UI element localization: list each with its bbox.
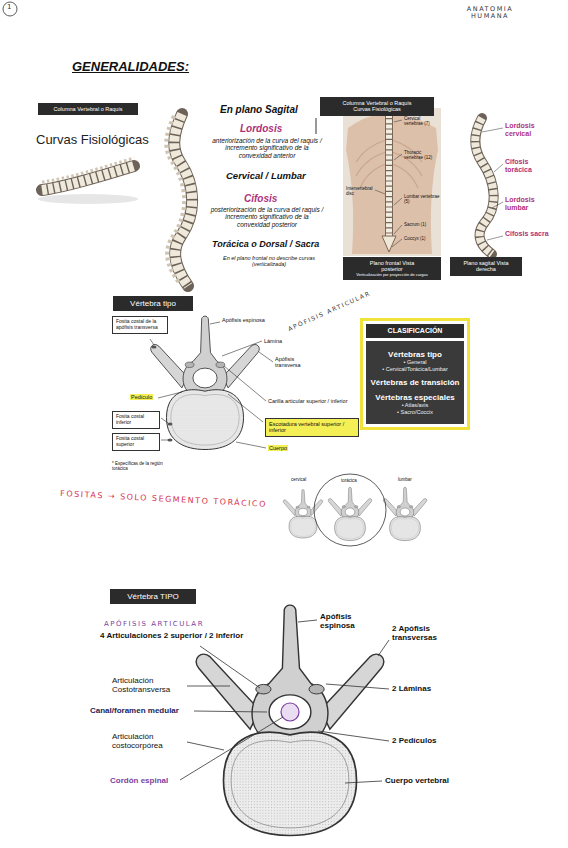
node-text: Plano sagital Vista derecha	[461, 260, 511, 273]
definition: anteriorización de la curva del raquis /…	[208, 137, 326, 159]
definition: posteriorización de la curva del raquis …	[208, 206, 326, 228]
page-number: 1	[7, 3, 13, 11]
part-label: 4 Articulaciones 2 superior / 2 inferior	[100, 631, 243, 640]
caption-band: Plano sagital Vista derecha	[450, 257, 522, 276]
part-label: Apófisis espinosa	[320, 612, 372, 630]
spine-curves	[475, 118, 503, 254]
part-label: Apófisis transversa	[275, 356, 317, 369]
node-text: CLASIFICACIÓN	[366, 324, 464, 338]
part-label: Apófisis espinosa	[222, 317, 265, 323]
curve-label: Cifosis torácica	[505, 158, 557, 174]
term: Lordosis	[240, 123, 282, 135]
part-label: Pedículo	[130, 394, 153, 400]
node-text: Vértebras especiales	[370, 393, 460, 402]
node-text: Vértebra TIPO	[114, 592, 192, 601]
part-label: Intervertebral disc	[346, 186, 374, 196]
part-label: Canal/foramen medular	[90, 706, 179, 715]
divider-line	[316, 118, 317, 134]
section-band: Vértebra tipo	[113, 296, 193, 311]
part-label: Coccyx (1)	[404, 236, 426, 241]
spine-lateral	[166, 114, 192, 286]
node-text: Plano frontal Vista posterior	[366, 260, 418, 273]
region-text: Cervical / Lumbar	[226, 171, 306, 182]
part-label: Lumbar vertebrae (5)	[404, 194, 440, 204]
section-band: Vértebra TIPO	[110, 589, 196, 604]
header-band: Columna Vertebral o Raquis Curvas Fisiol…	[320, 97, 434, 116]
part-label: Cordón espinal	[110, 776, 168, 785]
part-label: Cuerpo vertebral	[385, 776, 449, 785]
node-text: • Sacro/Coccix	[370, 409, 460, 415]
curve-label: Cifosis sacra	[505, 230, 557, 238]
part-label: 2 Láminas	[392, 684, 431, 693]
page-title: GENERALIDADES:	[72, 60, 189, 75]
node-text: Columna Vertebral o Raquis Curvas Fisiol…	[334, 100, 420, 113]
node-text: • General	[370, 359, 460, 365]
label-box: Fosita costal de la apófisis transversa	[112, 316, 168, 334]
spine-photo	[38, 158, 138, 204]
number-circle	[3, 2, 17, 16]
label-box: Fosita costal inferior	[112, 411, 160, 429]
caption-band: Plano frontal Vista posteriorVerticaliza…	[343, 257, 441, 280]
header-band: Columna Vertebral o Raquis	[38, 103, 138, 115]
node-text: Vértebras tipo	[370, 350, 460, 359]
node-text: Verticalización por proyección de cargas	[347, 273, 437, 278]
part-label: Articulación costocorpórea	[112, 732, 186, 750]
vertebra-figure	[150, 316, 273, 449]
curve-label: Lordosis cervical	[505, 122, 557, 138]
heading: En plano Sagital	[220, 104, 298, 116]
part-label: Carilla articular superior / inferior	[268, 398, 358, 404]
node-text: • Atlas/axis	[370, 402, 460, 408]
note: * Específicas de la región torácica	[112, 461, 174, 471]
region-text: Torácica o Dorsal / Sacra	[212, 239, 319, 249]
part-label: Thoracic vertebrae (12)	[404, 150, 440, 160]
part-label: Articulación Costotransversa	[112, 676, 186, 694]
handwritten-note: ANATOMIA HUMANA	[458, 6, 522, 21]
heading: Curvas Fisiológicas	[36, 133, 149, 148]
curve-label: Lordosis lumbar	[505, 196, 557, 212]
thumbnail-label: torácica	[341, 478, 357, 483]
part-label: Sacrum (1)	[404, 222, 426, 227]
node-text: Fosita costal superior	[116, 436, 156, 448]
label-box: Escotadura vertebral superior / inferior	[265, 418, 359, 437]
handwritten-note: FOSITAS → SOLO SEGMENTO TORÁCICO	[60, 489, 270, 509]
thumbnail-label: cervical	[291, 477, 306, 482]
classification-panel: Vértebras tipo• General• Cervical/Toráci…	[366, 341, 464, 424]
part-label: Cuerpo	[268, 445, 288, 451]
node-text: Vértebras de transición	[370, 378, 460, 387]
classification-frame: CLASIFICACIÓN Vértebras tipo• General• Ce…	[360, 318, 470, 430]
part-label: Lámina	[264, 338, 282, 344]
node-text: Columna Vertebral o Raquis	[42, 106, 134, 112]
node-text: Fosita costal inferior	[116, 414, 156, 426]
part-label: 2 Pedículos	[392, 736, 436, 745]
part-label: Cervical vertebrae (7)	[404, 116, 440, 126]
vertebra-thumbnails	[283, 474, 426, 546]
node-text: Escotadura vertebral superior / inferior	[269, 421, 355, 434]
node-text: Fosita costal de la apófisis transversa	[116, 319, 164, 331]
part-label: 2 Apófisis transversas	[392, 624, 464, 642]
label-box: Fosita costal superior	[112, 433, 160, 451]
note: En el plano frontal no describe curvas (…	[214, 255, 324, 268]
torso-photo	[343, 108, 441, 256]
thumbnail-label: lumbar	[398, 477, 412, 482]
node-text: Vértebra tipo	[117, 299, 189, 308]
term: Cifosis	[244, 193, 277, 205]
node-text: • Cervical/Torácica/Lumbar	[370, 366, 460, 372]
handwritten-note: APÓFISIS ARTICULAR	[104, 620, 204, 628]
